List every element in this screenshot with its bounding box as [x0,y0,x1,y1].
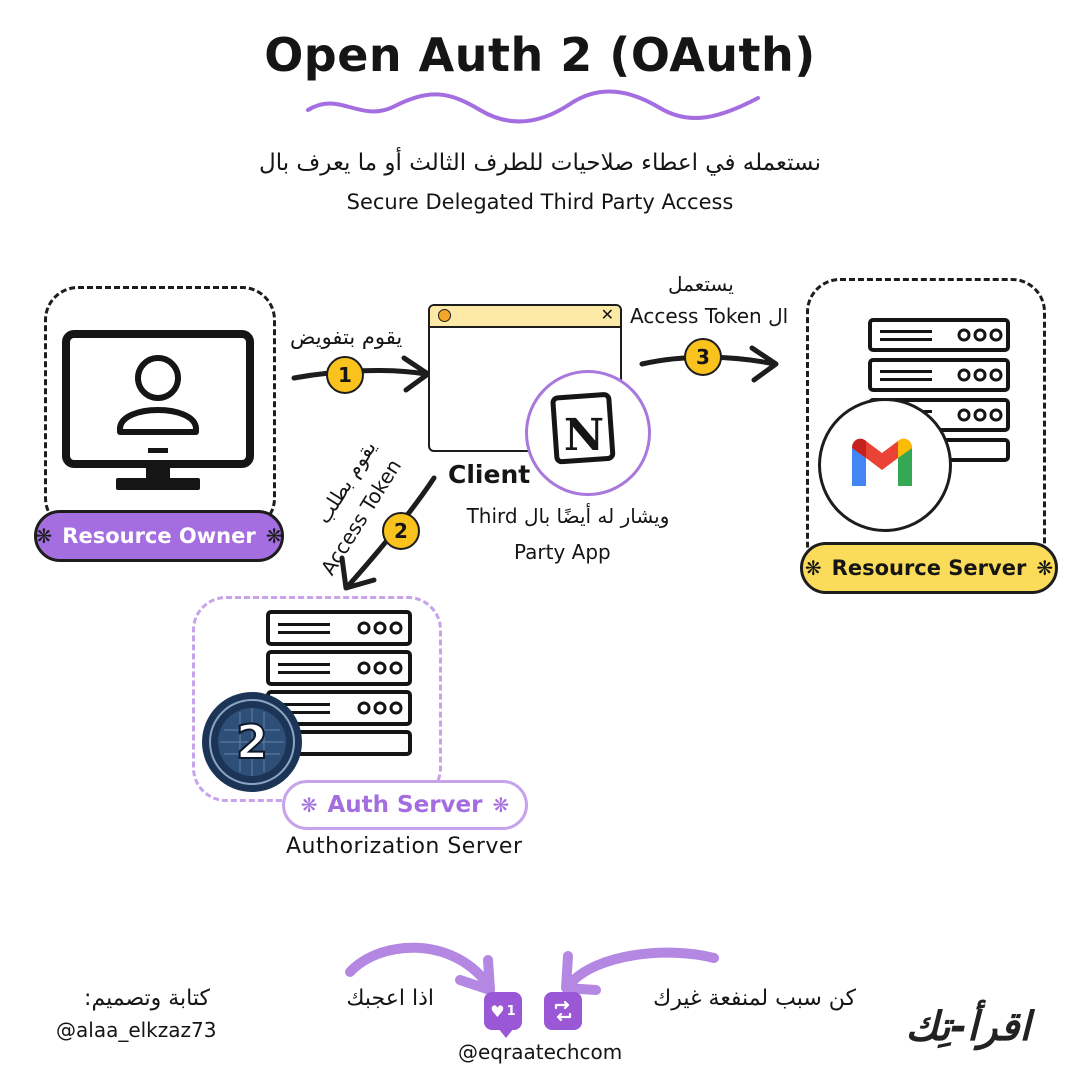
purple-arrow-left [345,942,495,995]
like-button[interactable]: ♥ 1 [484,992,522,1030]
step-1-badge: 1 [326,356,364,394]
purple-arrow-right [561,947,719,995]
repost-icon [554,1000,572,1022]
auth-server-pill: ❋ Auth Server ❋ [282,780,528,830]
resource-owner-label: Resource Owner [62,524,256,548]
step-1-label: يقوم بتفويض [290,325,403,349]
notion-letter: N [564,410,604,461]
step-3-label-line1: يستعمل [668,272,734,296]
client-label: Client [448,460,531,489]
like-bubble-tail-icon [498,1028,514,1038]
auth-server-label: Auth Server [327,792,483,818]
star-icon: ❋ [492,793,510,817]
star-icon: ❋ [265,524,283,548]
client-note-line1: ويشار له أيضًا بال Third [466,504,670,528]
close-icon: ✕ [600,305,614,324]
resource-server-label: Resource Server [831,556,1027,580]
gmail-logo-icon [852,438,912,486]
auth-server-sublabel: Authorization Server [286,834,523,859]
subtitle-arabic: نستعمله في اعطاء صلاحيات للطرف الثالث أو… [259,150,821,176]
oauth-logo-icon: 2 [202,692,302,792]
monitor-user-icon [62,330,254,490]
footer-account-handle: @eqraatechcom [458,1040,623,1064]
share-button[interactable] [544,992,582,1030]
title-underline-squiggle [306,89,760,124]
window-title-bar: ✕ [430,305,620,328]
footer-like-text: اذا اعجبك [346,986,434,1011]
brand-logo: اقرأ-تِك [905,1004,1031,1050]
footer-share-text: كن سبب لمنفعة غيرك [653,986,856,1011]
auth-server-rack-icon [266,610,412,756]
page-title: Open Auth 2 (OAuth) [264,28,816,82]
oauth-badge-text: 2 [236,715,268,769]
window-dot-icon [438,309,451,322]
resource-server-pill: ❋ Resource Server ❋ [800,542,1058,594]
star-icon: ❋ [804,556,822,580]
notion-logo-icon: N [550,392,616,465]
subtitle-english: Secure Delegated Third Party Access [346,190,734,214]
footer-author-label: كتابة وتصميم: [84,986,210,1011]
step-3-badge: 3 [684,338,722,376]
step-2-badge: 2 [382,512,420,550]
resource-owner-pill: ❋ Resource Owner ❋ [34,510,284,562]
like-count: 1 [506,1003,516,1019]
star-icon: ❋ [300,793,318,817]
step-3-label-line2: ال Access Token [630,304,789,328]
footer-author-handle: @alaa_elkzaz73 [56,1018,217,1042]
gmail-logo-circle [818,398,952,532]
star-icon: ❋ [35,524,53,548]
notion-logo-circle: N [525,370,651,496]
star-icon: ❋ [1036,556,1054,580]
client-note-line2: Party App [514,540,611,564]
heart-icon: ♥ [490,1001,505,1021]
